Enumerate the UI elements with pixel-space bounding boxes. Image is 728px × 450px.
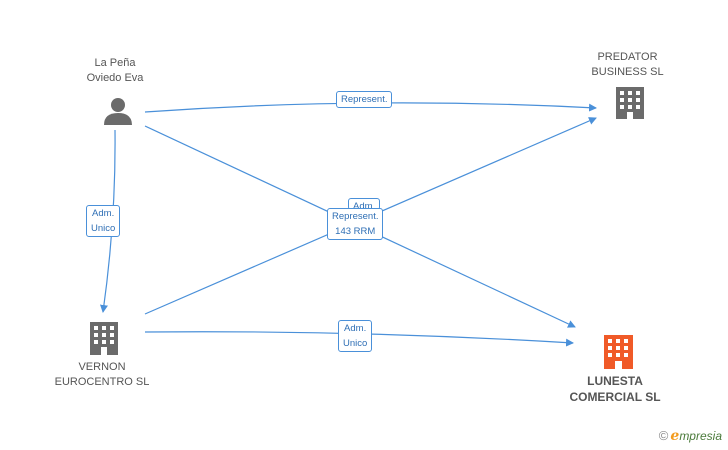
building-icon	[616, 87, 644, 119]
copyright-symbol: ©	[658, 428, 669, 443]
brand-name: mpresia	[679, 429, 722, 443]
brand-logo: ©empresia	[659, 428, 722, 444]
edge-label-vernon-lunesta[interactable]: Adm. Unico	[338, 320, 373, 352]
edge-label-text: Adm.	[353, 201, 376, 210]
edge-label-text: Unico	[91, 223, 116, 234]
edge-label-text: Represent.	[341, 94, 388, 105]
predator-name-line2: BUSINESS SL	[591, 66, 664, 78]
edge-label-text: 143 RRM	[335, 226, 376, 237]
node-label-predator[interactable]: PREDATOR BUSINESS SL	[570, 50, 685, 80]
edge-label-hidden[interactable]: Adm.	[348, 198, 381, 210]
brand-e: e	[670, 428, 680, 444]
building-icon-highlight	[604, 335, 633, 369]
vernon-name-line1: VERNON	[78, 361, 126, 373]
person-name-line2: Oviedo Eva	[86, 72, 144, 84]
person-icon	[104, 98, 132, 125]
node-label-person[interactable]: La Peña Oviedo Eva	[60, 56, 170, 86]
lunesta-name-line1: LUNESTA	[587, 374, 643, 388]
edge-label-text: Unico	[343, 338, 368, 349]
edge-label-person-predator[interactable]: Represent.	[336, 91, 393, 108]
person-name-line1: La Peña	[94, 57, 136, 69]
building-icon	[90, 322, 118, 355]
edge-label-person-vernon[interactable]: Adm. Unico	[86, 205, 121, 237]
edge-label-text: Represent.	[332, 211, 379, 222]
edge-label-center[interactable]: Represent. 143 RRM	[327, 208, 384, 240]
edge-label-text: Adm.	[92, 208, 115, 219]
edge-label-text: Adm.	[344, 323, 367, 334]
node-label-lunesta[interactable]: LUNESTA COMERCIAL SL	[555, 373, 675, 405]
lunesta-name-line2: COMERCIAL SL	[569, 390, 661, 404]
vernon-name-line2: EUROCENTRO SL	[54, 376, 150, 388]
predator-name-line1: PREDATOR	[597, 51, 658, 63]
node-label-vernon[interactable]: VERNON EUROCENTRO SL	[42, 360, 162, 390]
